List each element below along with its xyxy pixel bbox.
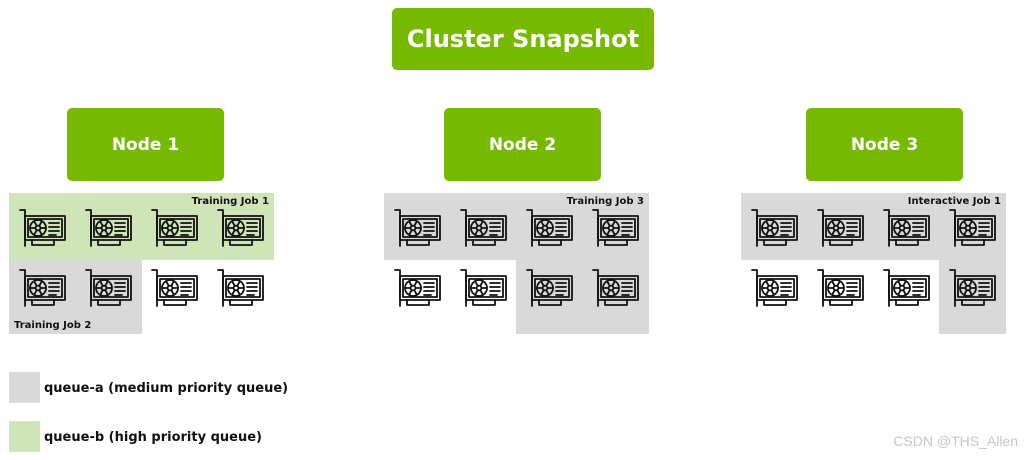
gpu-card-icon (84, 206, 136, 252)
gpu-card-icon (459, 206, 511, 252)
watermark: CSDN @THS_Allen (893, 433, 1018, 449)
gpu-card-icon (150, 206, 202, 252)
gpu-card-icon (216, 206, 268, 252)
gpu-card-icon (816, 266, 868, 312)
queue-a-swatch (9, 372, 40, 403)
gpu-card-icon (525, 266, 577, 312)
gpu-card-icon (948, 266, 1000, 312)
gpu-card-icon (525, 206, 577, 252)
gpu-card-icon (750, 266, 802, 312)
node-1-box: Node 1 (67, 108, 224, 181)
gpu-card-icon (150, 266, 202, 312)
queue-b-swatch (9, 421, 40, 452)
queue-a-legend-label: queue-a (medium priority queue) (44, 381, 289, 396)
gpu-card-icon (591, 266, 643, 312)
job-label: Training Job 2 (14, 320, 92, 331)
gpu-card-icon (18, 266, 70, 312)
gpu-card-icon (750, 206, 802, 252)
gpu-card-icon (882, 206, 934, 252)
node-3-box: Node 3 (806, 108, 963, 181)
gpu-card-icon (816, 206, 868, 252)
queue-b-legend-label: queue-b (high priority queue) (44, 430, 262, 445)
gpu-card-icon (84, 266, 136, 312)
node-2-box: Node 2 (444, 108, 601, 181)
job-label: Training Job 1 (191, 196, 269, 207)
gpu-card-icon (18, 206, 70, 252)
gpu-card-icon (459, 266, 511, 312)
gpu-card-icon (393, 206, 445, 252)
gpu-card-icon (393, 266, 445, 312)
gpu-card-icon (882, 266, 934, 312)
gpu-card-icon (591, 206, 643, 252)
job-label: Training Job 3 (566, 196, 644, 207)
gpu-card-icon (948, 206, 1000, 252)
job-label: Interactive Job 1 (907, 196, 1001, 207)
gpu-card-icon (216, 266, 268, 312)
cluster-snapshot-title: Cluster Snapshot (392, 8, 654, 70)
